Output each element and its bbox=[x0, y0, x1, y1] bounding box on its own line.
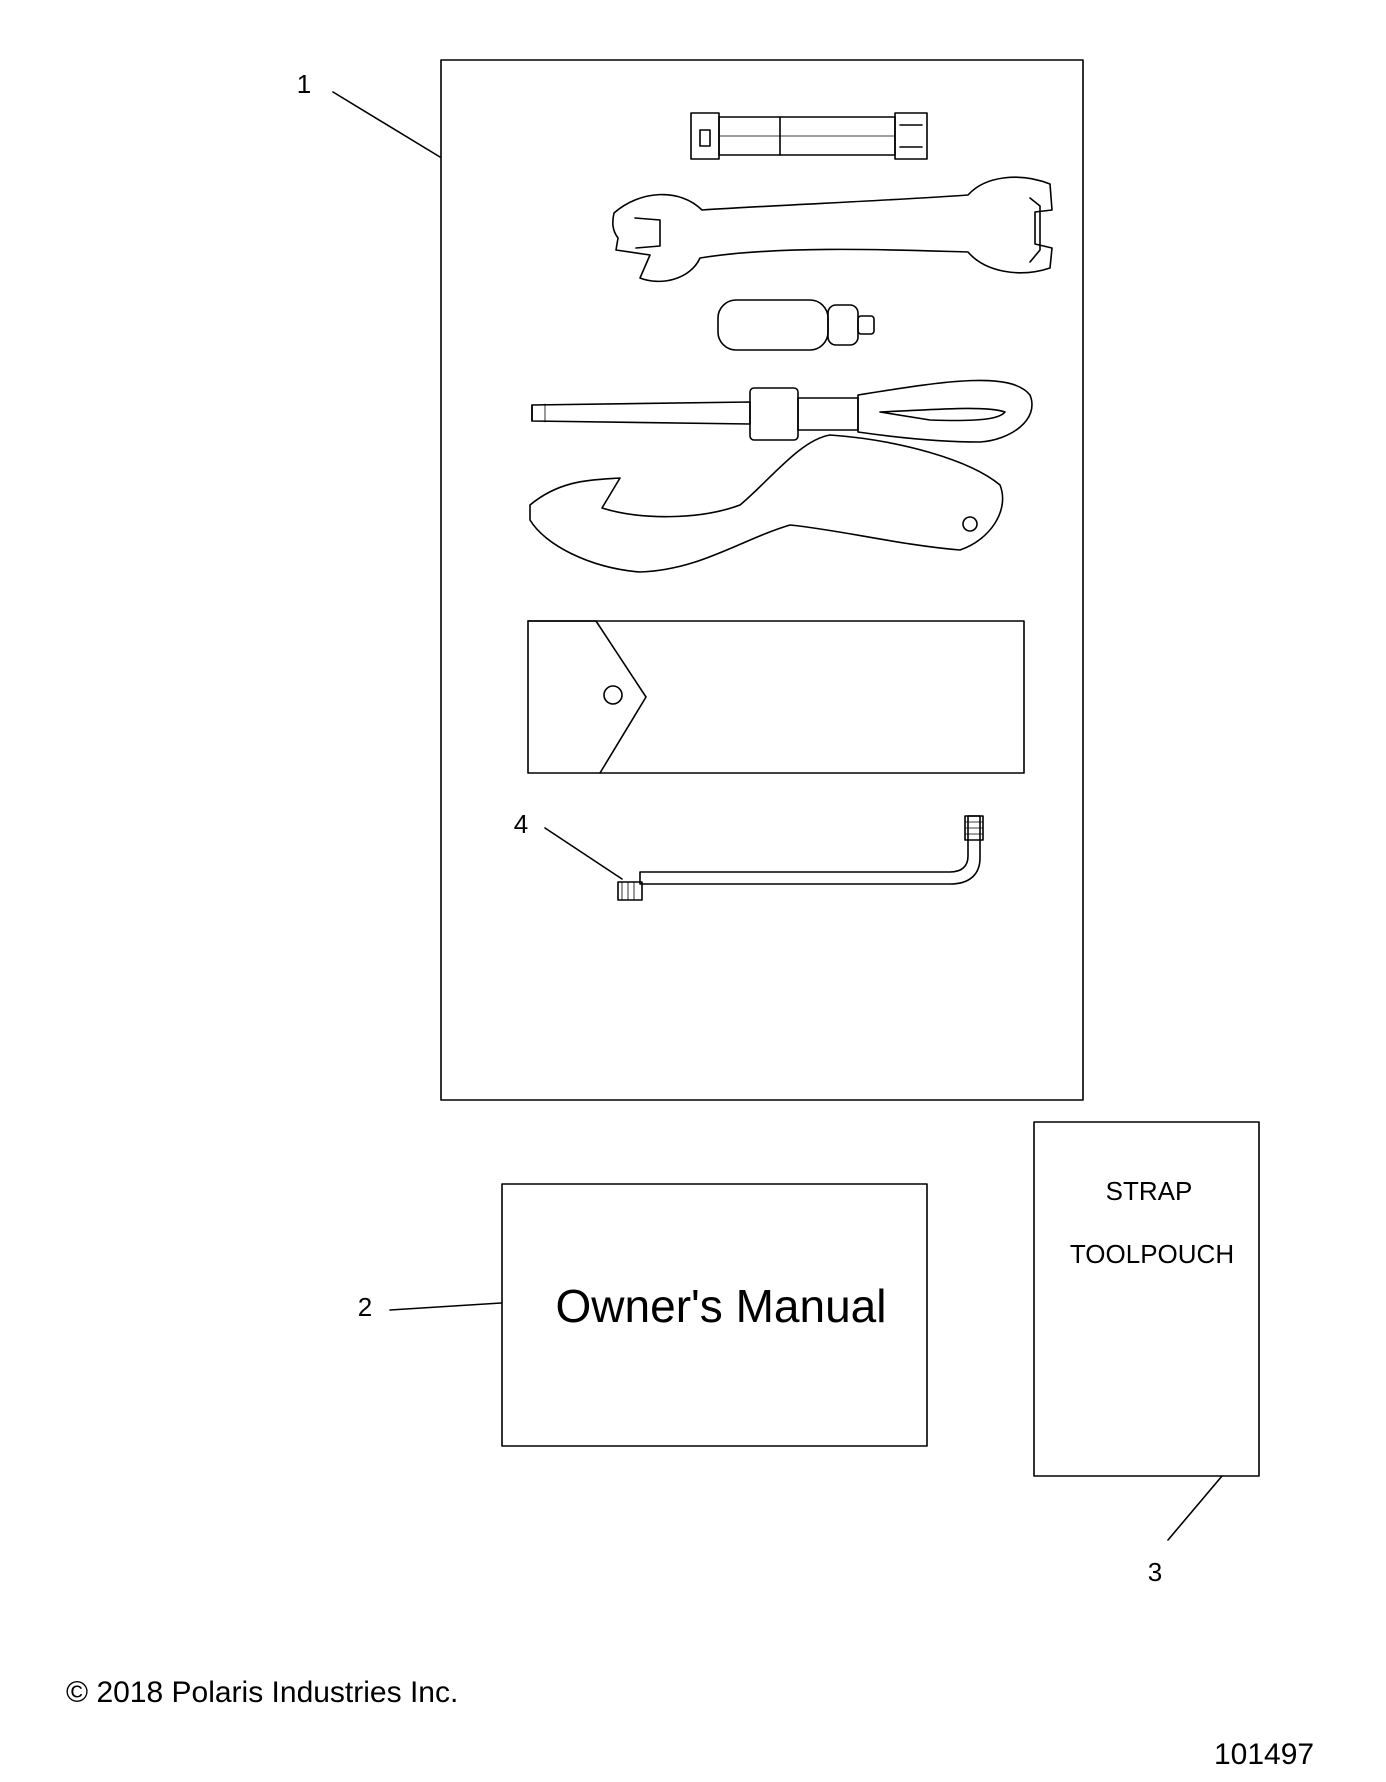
callout-4-leader bbox=[544, 827, 623, 880]
spanner-wrench bbox=[529, 434, 1004, 573]
toolpouch-label: TOOLPOUCH bbox=[1070, 1239, 1234, 1269]
copyright-notice: © 2018 Polaris Industries Inc. bbox=[66, 1676, 459, 1709]
open-end-wrench bbox=[612, 176, 1053, 283]
torx-l-key bbox=[617, 815, 984, 901]
callout-2: 2 bbox=[358, 1292, 372, 1322]
strap-label: STRAP bbox=[1106, 1176, 1193, 1206]
owners-manual-label: Owner's Manual bbox=[556, 1280, 887, 1332]
callout-1-leader bbox=[332, 91, 441, 158]
driver-handle-tool bbox=[717, 299, 875, 351]
callout-2-leader bbox=[389, 1302, 502, 1311]
tool-kit-panel bbox=[440, 59, 1084, 1101]
callout-3: 3 bbox=[1148, 1557, 1162, 1587]
callout-1: 1 bbox=[297, 69, 311, 99]
drawing-number: 101497 bbox=[1214, 1738, 1315, 1771]
callout-4: 4 bbox=[514, 809, 528, 839]
owners-manual-box bbox=[501, 1183, 928, 1447]
strap-toolpouch-box bbox=[1033, 1121, 1260, 1477]
tool-pouch bbox=[527, 620, 1025, 774]
spark-plug-socket-tool bbox=[690, 112, 928, 160]
callout-3-leader bbox=[1167, 1475, 1223, 1541]
screwdriver bbox=[531, 379, 1033, 443]
